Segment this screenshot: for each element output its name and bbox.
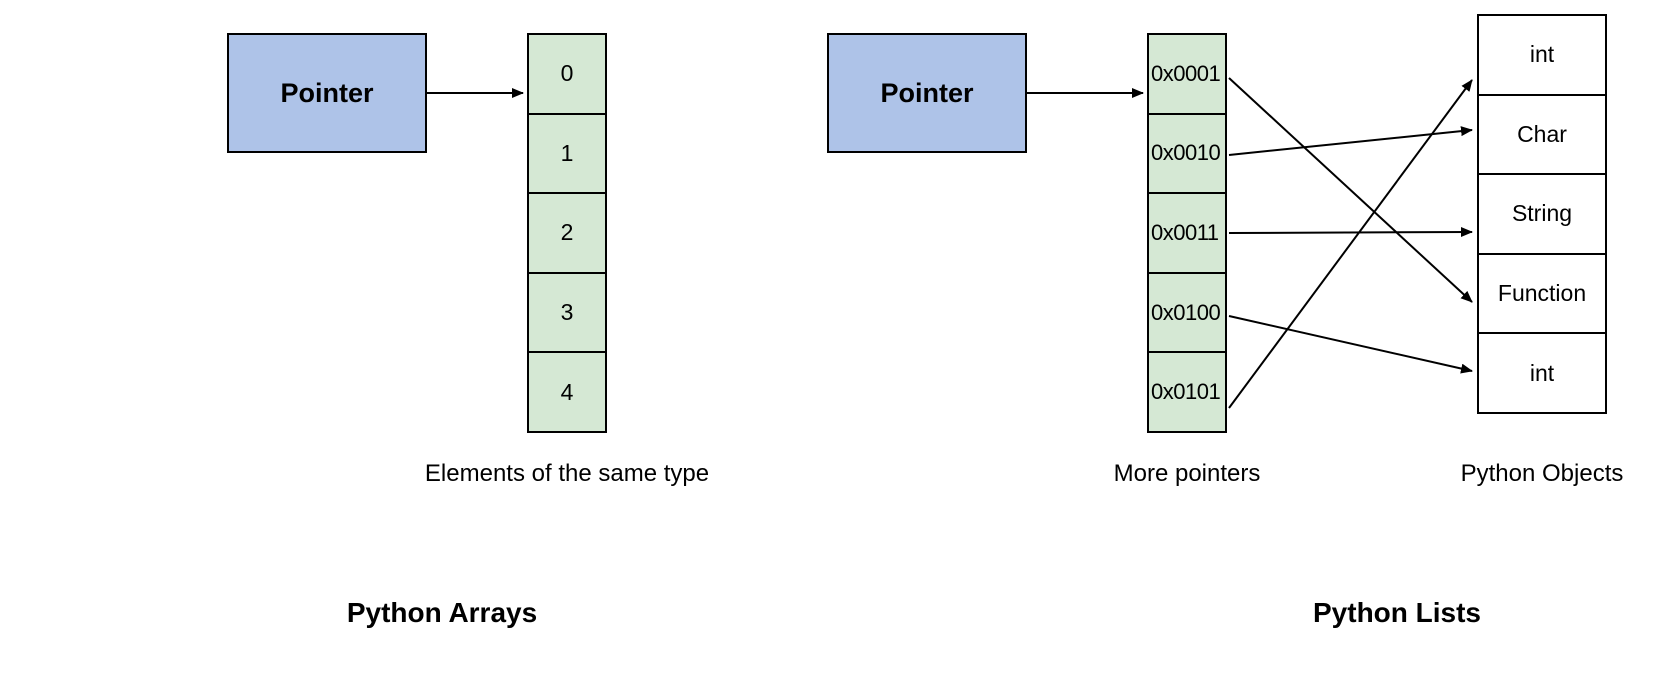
object-cell: String bbox=[1479, 173, 1605, 253]
link-arrow-0x0010-to-Char bbox=[1228, 126, 1473, 156]
arrays-title: Python Arrays bbox=[346, 597, 538, 628]
address-cell: 0x0101 bbox=[1149, 351, 1225, 431]
objects-caption: Python Objects bbox=[1460, 460, 1624, 487]
link-arrow-0x0011-to-String bbox=[1228, 227, 1473, 238]
array-cell: 0 bbox=[529, 35, 605, 113]
arrays-pointer-box: Pointer bbox=[227, 33, 427, 153]
arrays-pointer-label: Pointer bbox=[280, 77, 374, 108]
address-cell: 0x0011 bbox=[1149, 192, 1225, 272]
pointers-caption: More pointers bbox=[1113, 460, 1261, 487]
link-arrow-0x0101-to-int bbox=[1228, 79, 1473, 409]
link-arrow-0x0001-to-Function bbox=[1228, 77, 1473, 303]
address-cell: 0x0100 bbox=[1149, 271, 1225, 352]
address-cell: 0x0010 bbox=[1149, 112, 1225, 193]
object-cell: Char bbox=[1479, 93, 1605, 174]
lists-title: Python Lists bbox=[1312, 597, 1482, 628]
address-cell: 0x0001 bbox=[1149, 35, 1225, 113]
link-arrow-0x0100-to-int bbox=[1228, 315, 1473, 374]
object-cell: int bbox=[1479, 16, 1605, 94]
object-cell: Function bbox=[1479, 252, 1605, 333]
array-cell: 3 bbox=[529, 271, 605, 352]
arrays-caption: Elements of the same type bbox=[424, 460, 710, 487]
lists-pointer-label: Pointer bbox=[880, 77, 974, 108]
array-cell: 4 bbox=[529, 351, 605, 431]
array-cell: 2 bbox=[529, 192, 605, 272]
object-cell: int bbox=[1479, 332, 1605, 412]
array-cell: 1 bbox=[529, 112, 605, 193]
lists-pointer-box: Pointer bbox=[827, 33, 1027, 153]
